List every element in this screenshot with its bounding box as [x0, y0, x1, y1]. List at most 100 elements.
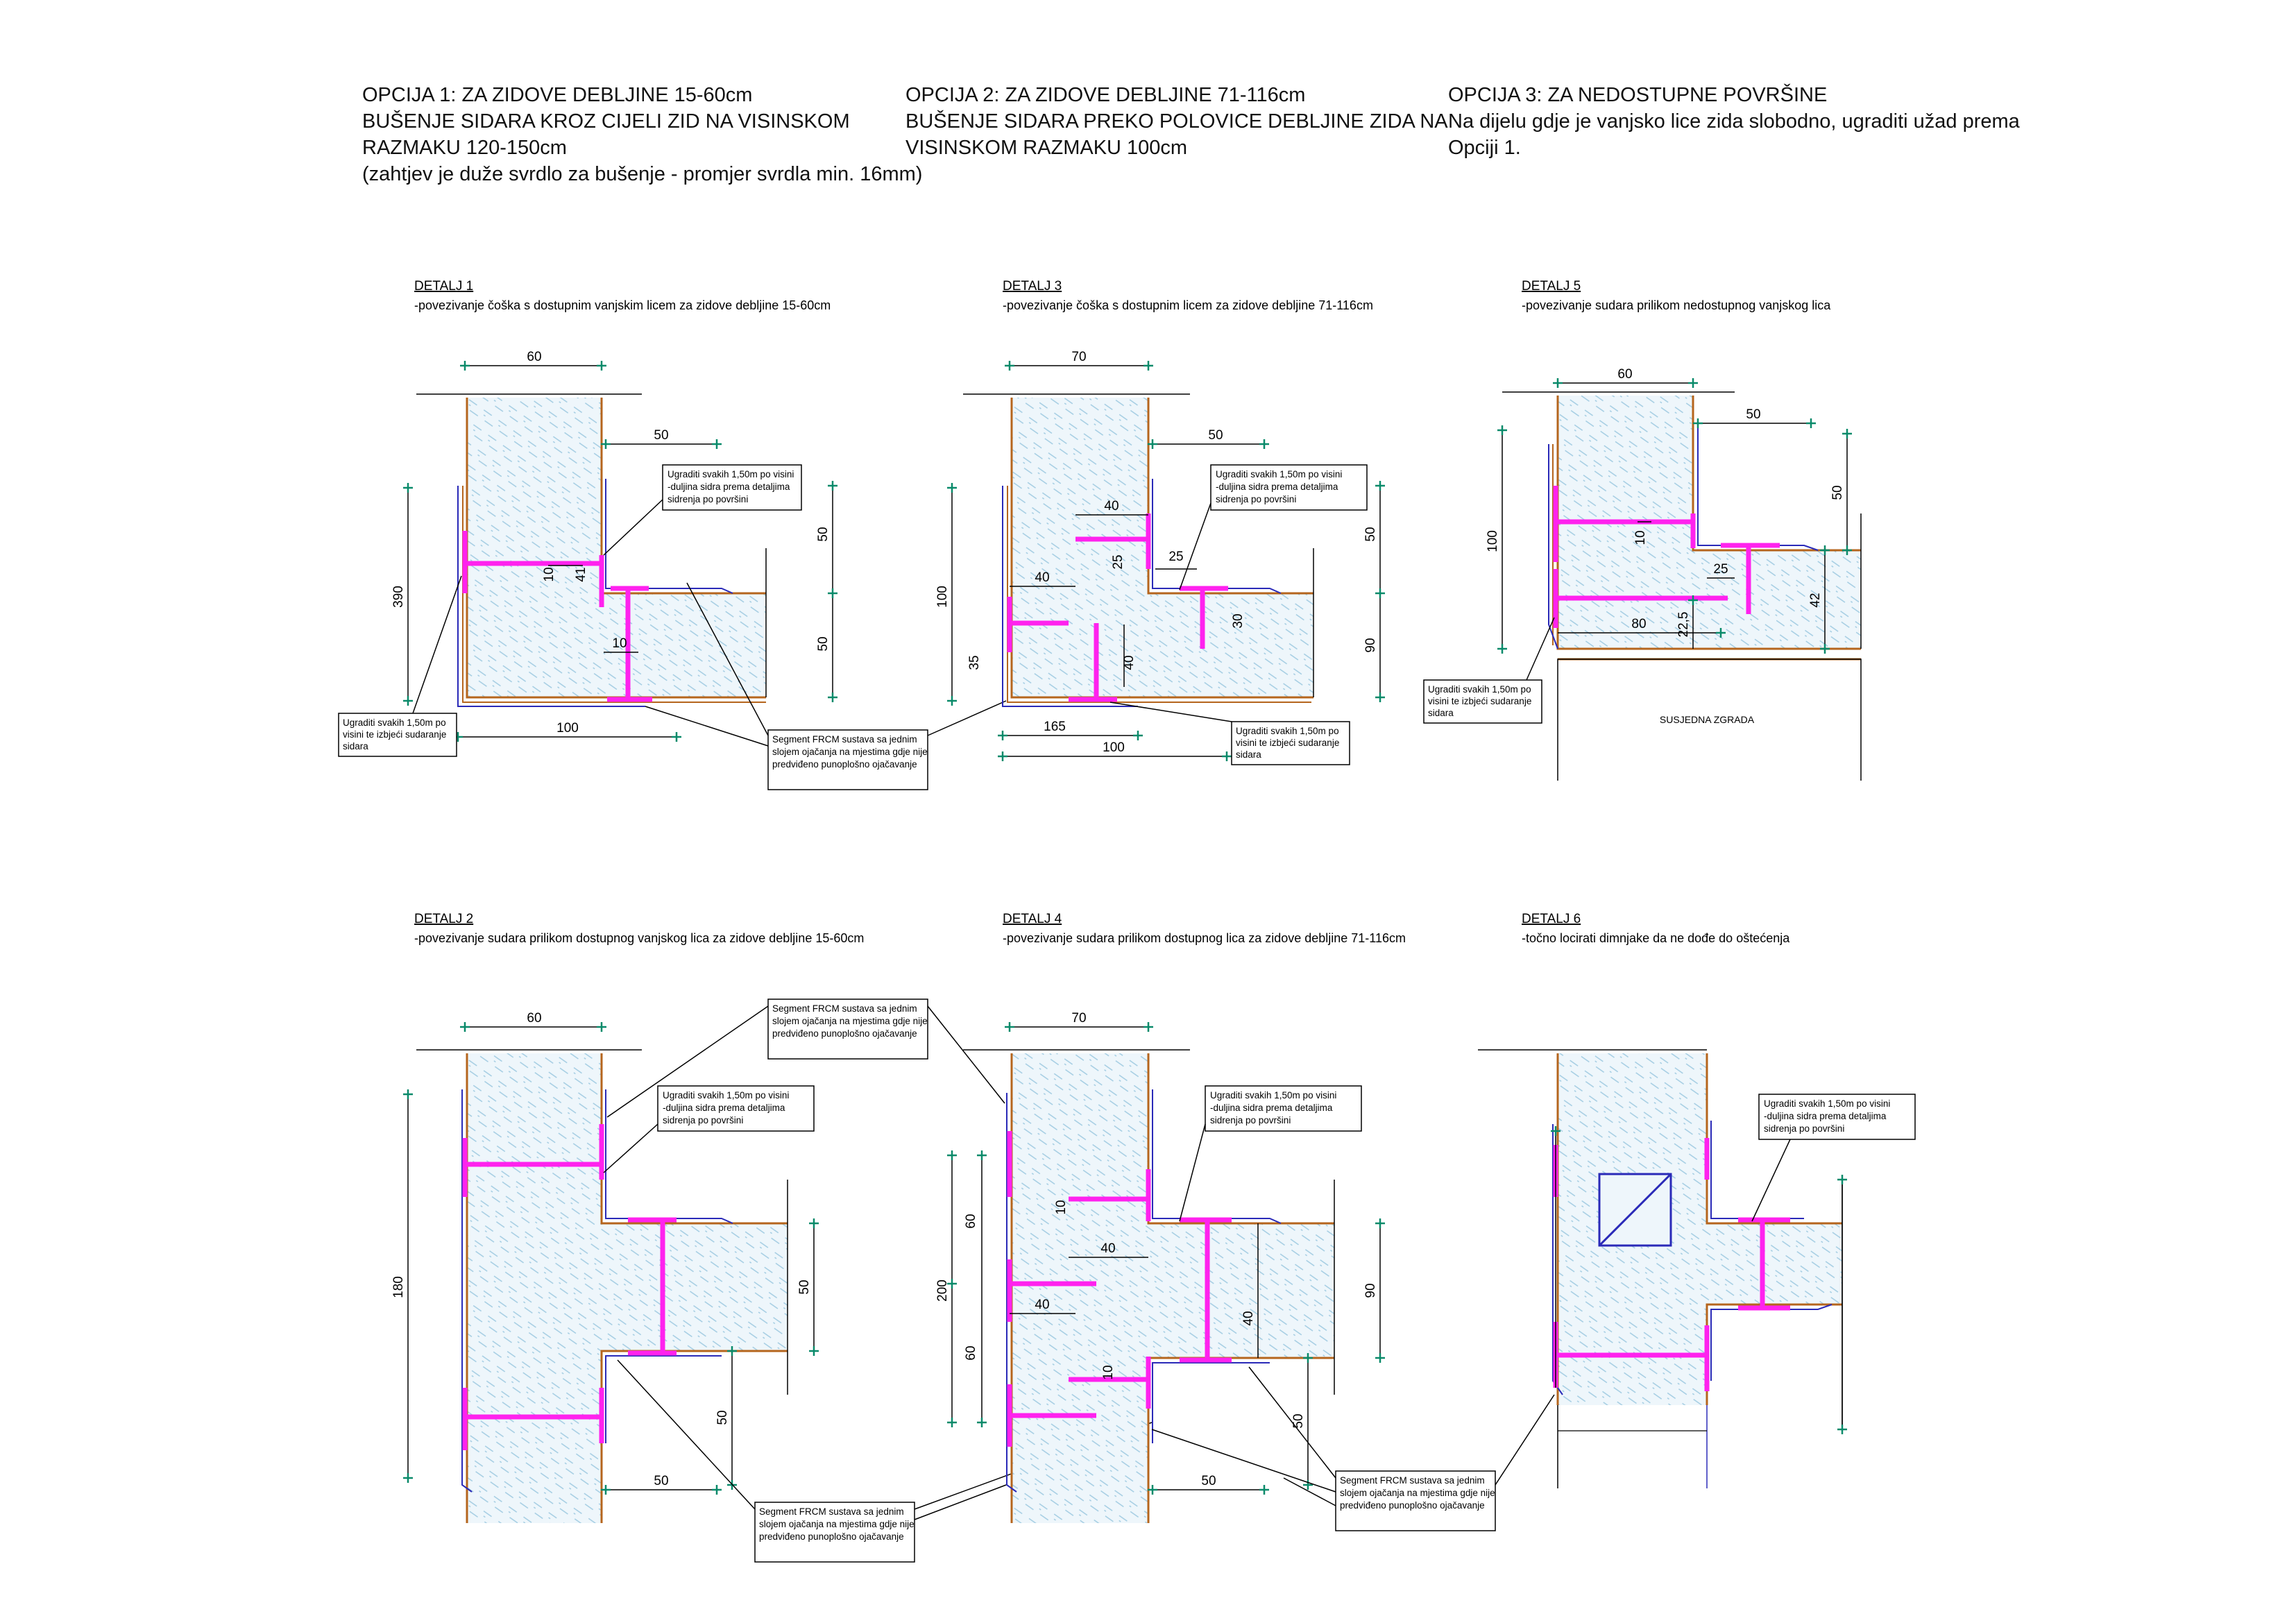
- note-line: sidrenja po površini: [1216, 494, 1296, 504]
- detail-6-subtitle: -točno locirati dimnjake da ne dođe do o…: [1522, 931, 1790, 945]
- detail-6-title: DETALJ 6: [1522, 912, 1581, 926]
- detail-5-anchors: [1553, 486, 1780, 628]
- frcm-note-right: Segment FRCM sustava sa jednim slojem oj…: [1151, 1366, 1555, 1531]
- detail-4-note-anchor: Ugraditi svakih 1,50m po visini -duljina…: [1179, 1085, 1362, 1222]
- dim-label: 50: [654, 1474, 668, 1488]
- note-line: predviđeno punoplošno ojačavanje: [1340, 1500, 1485, 1511]
- dim-label: 50: [654, 428, 668, 443]
- note-line: visini te izbjeći sudaranje: [343, 729, 446, 740]
- note-line: -duljina sidra prema detaljima: [1764, 1111, 1887, 1121]
- dim-label: 50: [1363, 527, 1378, 541]
- option-2-title: OPCIJA 2: ZA ZIDOVE DEBLJINE 71-116cm: [905, 84, 1306, 106]
- dim-label: 40: [1100, 1241, 1115, 1256]
- dim-label: 25: [1111, 554, 1125, 569]
- detail-3-note-avoid: Ugraditi svakih 1,50m po visini te izbje…: [1109, 702, 1350, 765]
- note-line: sidara: [1428, 708, 1454, 718]
- detail-3-title: DETALJ 3: [1003, 279, 1062, 294]
- note-line: sidrenja po površini: [1764, 1123, 1844, 1134]
- note-line: Segment FRCM sustava sa jednim: [772, 1003, 917, 1014]
- dim-label: 10: [1054, 1200, 1069, 1214]
- detail-6-dimension-ticks: [1555, 1131, 1843, 1429]
- detail-5-note-avoid: Ugraditi svakih 1,50m po visini te izbje…: [1423, 617, 1555, 724]
- dim-label: 10: [612, 636, 627, 651]
- detail-4-title: DETALJ 4: [1003, 912, 1062, 926]
- dim-label: 165: [1044, 720, 1066, 734]
- detail-5-dimensions: [1502, 382, 1848, 649]
- note-line: slojem ojačanja na mjestima gdje nije: [759, 1519, 915, 1529]
- option-1-header: OPCIJA 1: ZA ZIDOVE DEBLJINE 15-60cm BUŠ…: [362, 82, 923, 187]
- dim-label: 10: [542, 567, 556, 581]
- detail-4: DETALJ 4 -povezivanje sudara prilikom do…: [935, 912, 1406, 1523]
- note-line: Ugraditi svakih 1,50m po visini: [1210, 1090, 1336, 1101]
- option-1-line-2: BUŠENJE SIDARA KROZ CIJELI ZID NA VISINS…: [362, 110, 850, 133]
- option-1-title: OPCIJA 1: ZA ZIDOVE DEBLJINE 15-60cm: [362, 84, 753, 106]
- option-3-header: OPCIJA 3: ZA NEDOSTUPNE POVRŠINE Na dije…: [1448, 82, 2020, 161]
- note-line: slojem ojačanja na mjestima gdje nije: [772, 747, 928, 757]
- dim-label: 42: [1808, 593, 1823, 607]
- detail-6: DETALJ 6 -točno locirati dimnjake da ne …: [1478, 912, 1916, 1488]
- note-line: predviđeno punoplošno ojačavanje: [759, 1531, 904, 1542]
- detail-2-anchors: [462, 1124, 677, 1450]
- dim-label: 60: [964, 1345, 978, 1360]
- note-line: sidrenja po površini: [667, 494, 748, 504]
- dim-label: 50: [1830, 485, 1845, 500]
- note-line: visini te izbjeći sudaranje: [1236, 738, 1339, 748]
- detail-1-note-avoid: Ugraditi svakih 1,50m po visini te izbje…: [338, 575, 462, 757]
- dim-label: 50: [1291, 1413, 1306, 1428]
- dim-label: 60: [964, 1214, 978, 1228]
- note-line: Ugraditi svakih 1,50m po: [343, 717, 446, 728]
- dim-label: 25: [1713, 562, 1728, 577]
- dim-label: 60: [1617, 367, 1632, 382]
- detail-1-walls: [416, 393, 767, 707]
- detail-1-note-anchor: Ugraditi svakih 1,50m po visini -duljina…: [603, 464, 802, 556]
- dim-label: 25: [1168, 550, 1183, 564]
- note-line: visini te izbjeći sudaranje: [1428, 696, 1531, 706]
- note-line: Ugraditi svakih 1,50m po: [1428, 684, 1531, 695]
- note-line: Segment FRCM sustava sa jednim: [772, 734, 917, 745]
- detail-3-walls: [963, 393, 1314, 707]
- dim-label: 50: [797, 1280, 812, 1294]
- detail-3-subtitle: -povezivanje čoška s dostupnim licem za …: [1003, 298, 1373, 312]
- dim-label: 60: [527, 1011, 541, 1026]
- frcm-note-mid-top: Segment FRCM sustava sa jednim slojem oj…: [606, 999, 1005, 1118]
- note-line: Segment FRCM sustava sa jednim: [1340, 1475, 1485, 1486]
- dim-label: 60: [527, 350, 541, 364]
- dim-label: 40: [1241, 1311, 1256, 1325]
- detail-6-note-anchor: Ugraditi svakih 1,50m po visini -duljina…: [1751, 1094, 1916, 1222]
- note-line: Ugraditi svakih 1,50m po visini: [1216, 469, 1342, 479]
- detail-5-subtitle: -povezivanje sudara prilikom nedostupnog…: [1522, 298, 1831, 312]
- note-line: Ugraditi svakih 1,50m po visini: [667, 469, 794, 479]
- option-3-line-3: Opciji 1.: [1448, 137, 1521, 159]
- detail-3-anchors: [1007, 513, 1228, 702]
- option-1-line-3: RAZMAKU 120-150cm: [362, 137, 567, 159]
- note-line: sidara: [1236, 749, 1261, 760]
- dim-label: 40: [1035, 1298, 1049, 1312]
- option-2-line-2: BUŠENJE SIDARA PREKO POLOVICE DEBLJINE Z…: [905, 110, 1448, 133]
- detail-5: DETALJ 5 -povezivanje sudara prilikom ne…: [1423, 279, 1862, 781]
- note-line: Ugraditi svakih 1,50m po visini: [1764, 1098, 1890, 1109]
- neighbour-building-label: SUSJEDNA ZGRADA: [1660, 714, 1755, 725]
- dim-label: 100: [935, 586, 950, 608]
- note-line: sidrenja po površini: [1210, 1115, 1291, 1125]
- dim-label: 22,5: [1676, 612, 1691, 638]
- dim-label: 50: [816, 527, 831, 541]
- detail-1-title: DETALJ 1: [414, 279, 473, 294]
- detail-1-anchors: [462, 531, 652, 702]
- dim-label: 50: [1201, 1474, 1216, 1488]
- dim-label: 80: [1631, 617, 1646, 631]
- detail-3-note-anchor: Ugraditi svakih 1,50m po visini -duljina…: [1179, 464, 1368, 590]
- option-1-line-4: (zahtjev je duže svrdlo za bušenje - pro…: [362, 163, 923, 185]
- dim-label: 70: [1071, 1011, 1086, 1026]
- dim-label: 30: [1231, 613, 1245, 628]
- detail-2: DETALJ 2 -povezivanje sudara prilikom do…: [391, 912, 864, 1523]
- detail-1-dimensions: [407, 365, 833, 738]
- note-line: -duljina sidra prema detaljima: [667, 482, 790, 492]
- note-line: Ugraditi svakih 1,50m po: [1236, 726, 1339, 736]
- chimney: [1598, 1173, 1672, 1247]
- dim-label: 390: [391, 586, 406, 608]
- frcm-note-top: Segment FRCM sustava sa jednim slojem oj…: [645, 582, 1007, 790]
- dim-label: 90: [1363, 1283, 1378, 1298]
- detail-5-walls: SUSJEDNA ZGRADA: [1502, 391, 1862, 781]
- note-line: -duljina sidra prema detaljima: [1216, 482, 1338, 492]
